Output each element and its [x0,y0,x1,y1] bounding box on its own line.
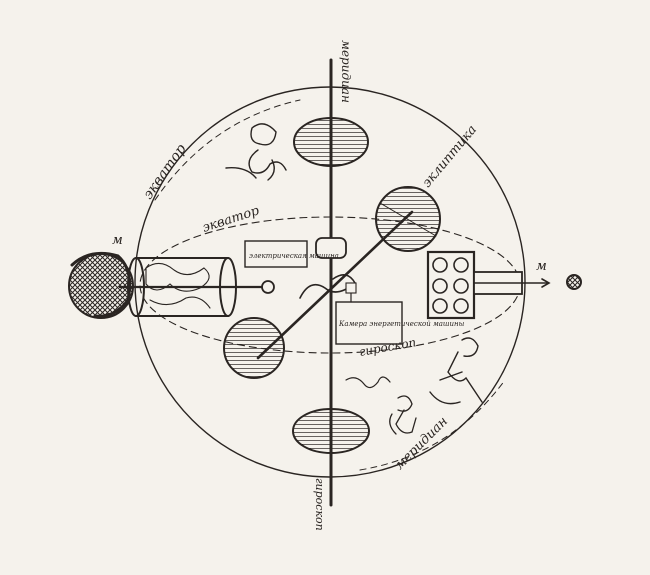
gyro-disc-left [223,317,285,379]
label-equator-upper: экватор [140,141,189,202]
energy-chamber-box [335,301,403,345]
label-equator-lower: экватор [201,203,262,236]
label-meridian-upper: меридиан [339,40,353,103]
upper-arc [154,99,301,201]
label-small-box: электрическая машина [249,252,339,260]
right-small-sphere [566,274,582,290]
label-large-box: Камера энергетической машины [338,320,465,328]
cylinder [135,257,229,317]
small-machine-box [244,240,308,268]
gyro-disc-bottom [292,408,370,454]
figure-lower-right-1 [429,337,483,405]
squiggle-lower [345,376,391,389]
figure-upper-left [225,123,287,181]
gyro-disc-top [293,117,369,167]
label-ecliptic: эклиптика [420,122,481,190]
cell-circles [432,257,469,314]
figure-lower-right-2 [389,395,417,435]
label-m-left: м [112,233,123,248]
label-gyro-bottom: гироскоп [313,478,326,531]
central-hub [315,237,347,259]
label-m-right: м [536,259,547,274]
hub-spiral [299,274,357,299]
label-meridian-lower: меридиан [392,414,451,473]
